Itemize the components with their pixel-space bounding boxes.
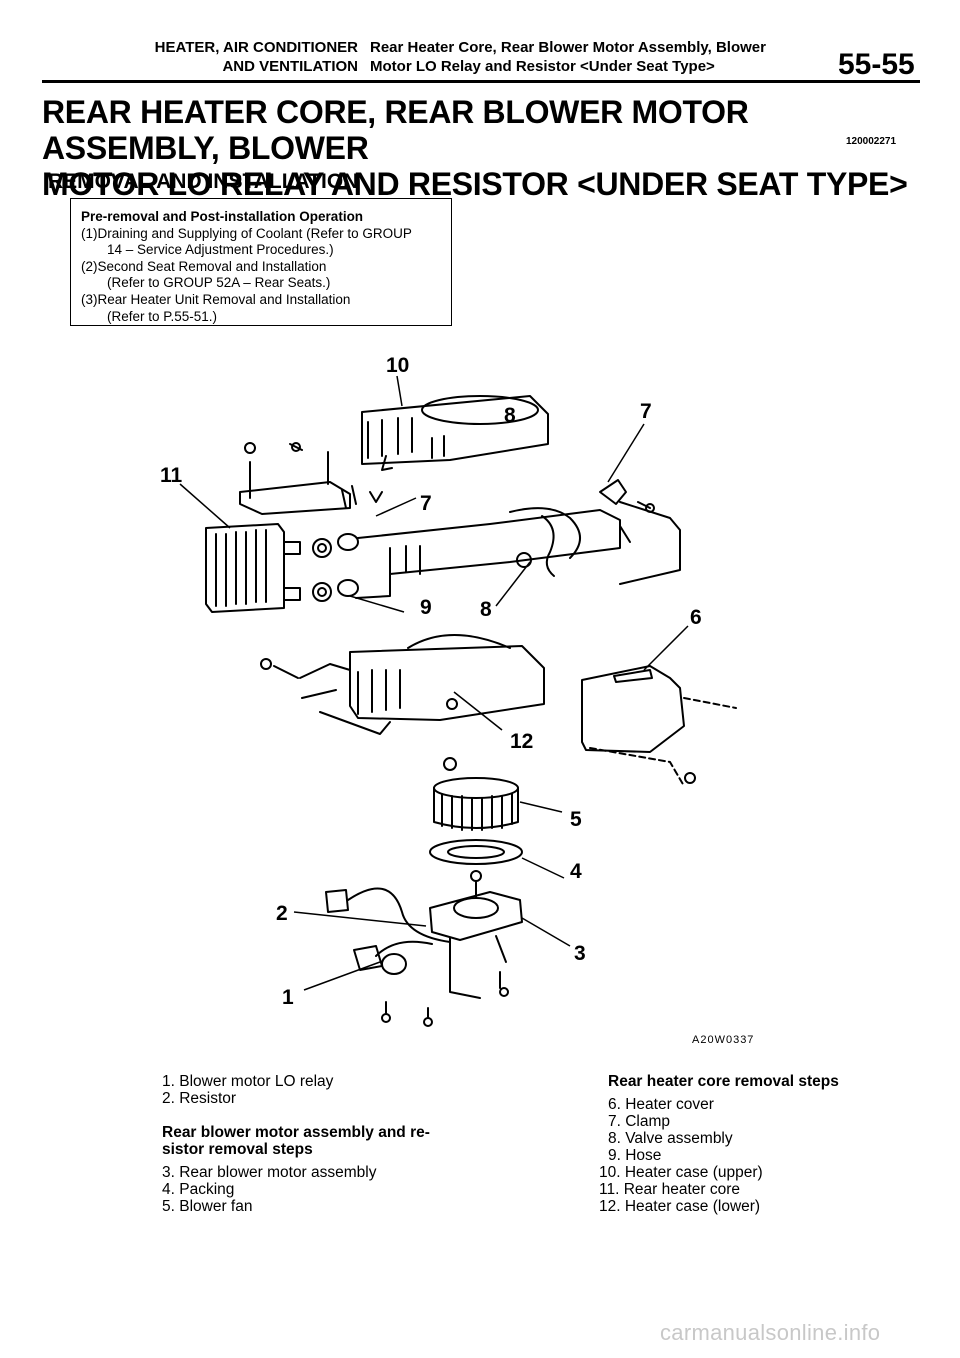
heater-case-upper-drawing	[361, 395, 549, 471]
leader-11	[179, 483, 231, 529]
page-title: REAR HEATER CORE, REAR BLOWER MOTOR ASSE…	[42, 94, 922, 202]
header-rule	[42, 80, 920, 83]
legend-spacer	[162, 1107, 482, 1124]
watermark: carmanualsonline.info	[660, 1320, 881, 1345]
leader-6	[643, 625, 689, 671]
header-group-line2: AND VENTILATION	[222, 58, 358, 75]
legend-step-7: 7. Clamp	[608, 1113, 671, 1130]
page-title-line2: MOTOR LO RELAY AND RESISTOR <UNDER SEAT …	[42, 166, 908, 202]
legend-item-1: 1. Blower motor LO relay	[162, 1073, 334, 1090]
callout-11: 11	[160, 464, 183, 487]
hose-and-pipes-drawing	[312, 507, 621, 602]
header-topic-line2: Motor LO Relay and Resistor <Under Seat …	[370, 58, 715, 75]
heater-core-removal-steps-title: Rear heater core removal steps	[608, 1073, 839, 1090]
pre-removal-item-3: (3)Rear Heater Unit Removal and Installa…	[81, 291, 351, 307]
pre-removal-item-1-cont: 14 – Service Adjustment Procedures.)	[107, 242, 334, 258]
legend-step-4: 4. Packing	[162, 1181, 235, 1198]
legend-step-3: 3. Rear blower motor assembly	[162, 1164, 377, 1181]
callout-4: 4	[570, 860, 582, 883]
figure-code: A20W0337	[692, 1034, 755, 1046]
heater-cover-drawing	[581, 665, 737, 787]
legend-step-12: 12. Heater case (lower)	[599, 1198, 761, 1215]
page-number: 55-55	[838, 48, 915, 81]
section-heading: REMOVAL AND INSTALLATION	[48, 170, 359, 193]
legend-step-5: 5. Blower fan	[162, 1198, 253, 1215]
legend-step-10: 10. Heater case (upper)	[599, 1164, 763, 1181]
document-code: 120002271	[846, 136, 897, 147]
blower-removal-steps-title-1: Rear blower motor assembly and re-	[162, 1124, 430, 1141]
header-topic: Rear Heater Core, Rear Blower Motor Asse…	[370, 38, 830, 76]
legend-step-6: 6. Heater cover	[608, 1096, 714, 1113]
blower-removal-steps-title-2: sistor removal steps	[162, 1141, 313, 1158]
callout-5: 5	[570, 808, 582, 831]
leader-12	[453, 691, 503, 731]
header-group-line1: HEATER, AIR CONDITIONER	[154, 39, 358, 56]
exploded-view-diagram: 10 8 7 11 7 9 8 6 12 5 4 2 3 1	[160, 354, 737, 1027]
resistor-and-relay-drawing	[325, 887, 451, 1027]
legend-step-9: 9. Hose	[608, 1147, 662, 1164]
legend-item-2: 2. Resistor	[162, 1090, 237, 1107]
leader-9	[349, 595, 405, 613]
callout-12: 12	[510, 730, 533, 753]
leader-10	[396, 375, 403, 407]
legend-step-11: 11. Rear heater core	[599, 1181, 741, 1198]
callout-8-top: 8	[504, 404, 516, 427]
valve-assembly-drawing	[599, 479, 681, 585]
callout-2: 2	[276, 902, 288, 925]
leader-4	[521, 857, 565, 879]
pre-removal-item-1: (1)Draining and Supplying of Coolant (Re…	[81, 225, 412, 241]
page-title-line1: REAR HEATER CORE, REAR BLOWER MOTOR ASSE…	[42, 94, 749, 166]
leader-8	[495, 561, 531, 607]
rear-heater-core-drawing	[205, 523, 301, 613]
pre-removal-item-2-cont: (Refer to GROUP 52A – Rear Seats.)	[107, 275, 331, 291]
leader-1	[303, 961, 381, 991]
leader-7-left	[375, 497, 417, 517]
leader-5	[519, 801, 563, 813]
callout-7-right: 7	[640, 400, 652, 423]
callout-9: 9	[420, 596, 432, 619]
leader-2	[293, 911, 427, 927]
pre-removal-item-2: (2)Second Seat Removal and Installation	[81, 258, 327, 274]
pre-removal-title: Pre-removal and Post-installation Operat…	[81, 209, 364, 224]
callout-10: 10	[386, 354, 409, 377]
header-group: HEATER, AIR CONDITIONER AND VENTILATION	[118, 38, 358, 76]
legend-left: 1. Blower motor LO relay 2. Resistor Rea…	[162, 1073, 482, 1215]
callout-6: 6	[690, 606, 702, 629]
packing-drawing	[429, 839, 523, 882]
leader-3	[521, 917, 571, 947]
leader-7-right	[607, 423, 645, 483]
callout-3: 3	[574, 942, 586, 965]
callout-1: 1	[282, 986, 294, 1009]
callout-7-left: 7	[420, 492, 432, 515]
header-topic-line1: Rear Heater Core, Rear Blower Motor Asse…	[370, 39, 766, 56]
rear-blower-motor-drawing	[429, 881, 523, 999]
blower-fan-drawing	[433, 757, 519, 831]
legend-right: Rear heater core removal steps 6. Heater…	[599, 1073, 908, 1215]
heater-case-lower-drawing	[260, 634, 545, 735]
upper-bracket-drawing	[239, 442, 383, 515]
callout-8: 8	[480, 598, 492, 621]
pre-removal-item-3-cont: (Refer to P.55-51.)	[107, 308, 218, 324]
pre-removal-box: Pre-removal and Post-installation Operat…	[70, 198, 452, 326]
legend-step-8: 8. Valve assembly	[608, 1130, 733, 1147]
